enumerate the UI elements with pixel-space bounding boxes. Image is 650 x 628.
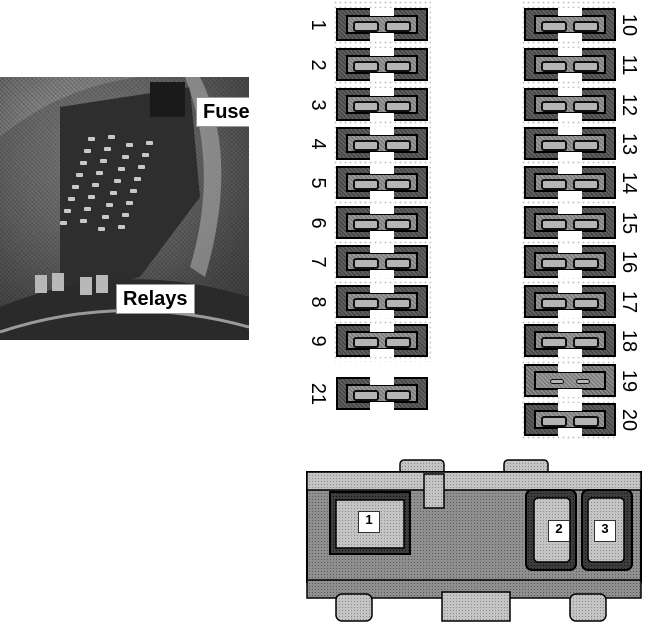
fuse-slot-18-element bbox=[534, 331, 606, 350]
fuse-slot-4 bbox=[336, 127, 428, 160]
fuse-slot-7 bbox=[336, 245, 428, 278]
fuse-location-photo: Fuses Relays bbox=[0, 77, 249, 340]
fuse-slot-11-element bbox=[534, 55, 606, 74]
fuse-slot-10 bbox=[524, 8, 616, 41]
fuse-number-3: 3 bbox=[307, 99, 329, 111]
fuse-slot-16-element bbox=[534, 252, 606, 271]
fuse-slot-8 bbox=[336, 285, 428, 318]
fuse-number-6: 6 bbox=[307, 217, 329, 229]
fuse-slot-3 bbox=[336, 88, 428, 121]
fuse-slot-19-element bbox=[534, 371, 606, 390]
fuse-number-15: 15 bbox=[618, 211, 640, 235]
fuse-slot-6-element bbox=[346, 213, 418, 232]
fuse-number-12: 12 bbox=[618, 93, 640, 117]
fuse-number-20: 20 bbox=[618, 408, 640, 432]
fuse-slot-21-element bbox=[346, 384, 418, 403]
fuse-slot-11 bbox=[524, 48, 616, 81]
fuse-slot-8-element bbox=[346, 292, 418, 311]
fuse-number-17: 17 bbox=[618, 290, 640, 314]
fuse-number-16: 16 bbox=[618, 250, 640, 274]
relay-1-label: 1 bbox=[358, 511, 380, 533]
relay-3-label: 3 bbox=[594, 520, 616, 542]
photo-relays bbox=[35, 273, 108, 295]
fuse-number-2: 2 bbox=[307, 59, 329, 71]
fuse-slot-14 bbox=[524, 166, 616, 199]
fuse-slot-10-element bbox=[534, 15, 606, 34]
fuse-slot-7-element bbox=[346, 252, 418, 271]
relay-block-drawing bbox=[306, 459, 642, 622]
fuse-number-11: 11 bbox=[618, 54, 640, 76]
fuse-slot-20 bbox=[524, 403, 616, 436]
fuse-slot-16 bbox=[524, 245, 616, 278]
fuse-slot-12-element bbox=[534, 95, 606, 114]
fuse-number-13: 13 bbox=[618, 132, 640, 156]
fuse-slot-5-element bbox=[346, 173, 418, 192]
fuse-slot-1 bbox=[336, 8, 428, 41]
fuse-slot-3-element bbox=[346, 95, 418, 114]
fuse-slot-9-element bbox=[346, 331, 418, 350]
fuse-slot-17 bbox=[524, 285, 616, 318]
fuse-number-19: 19 bbox=[618, 369, 640, 393]
fuse-slot-2-element bbox=[346, 55, 418, 74]
photo-fuse-rows bbox=[60, 135, 153, 231]
fuse-number-5: 5 bbox=[307, 177, 329, 189]
fuse-slot-9 bbox=[336, 324, 428, 357]
fuse-slot-19 bbox=[524, 364, 616, 397]
fuse-number-18: 18 bbox=[618, 329, 640, 353]
fuse-slot-17-element bbox=[534, 292, 606, 311]
fuse-slot-4-element bbox=[346, 134, 418, 153]
fuses-label: Fuses bbox=[196, 97, 249, 127]
fuse-number-21: 21 bbox=[307, 382, 329, 406]
fuse-slot-2 bbox=[336, 48, 428, 81]
fuse-slot-6 bbox=[336, 206, 428, 239]
fuse-slot-18 bbox=[524, 324, 616, 357]
relays-label: Relays bbox=[116, 284, 195, 314]
fuse-number-14: 14 bbox=[618, 171, 640, 195]
fuse-slot-13-element bbox=[534, 134, 606, 153]
fuse-number-9: 9 bbox=[307, 335, 329, 347]
fuse-number-8: 8 bbox=[307, 296, 329, 308]
fuse-slot-5 bbox=[336, 166, 428, 199]
relay-block: 1 2 3 bbox=[306, 454, 643, 623]
fuse-number-4: 4 bbox=[307, 138, 329, 150]
fuse-slot-1-element bbox=[346, 15, 418, 34]
fuse-slot-14-element bbox=[534, 173, 606, 192]
fuse-slot-12 bbox=[524, 88, 616, 121]
fuse-number-1: 1 bbox=[307, 19, 329, 31]
fuse-number-7: 7 bbox=[307, 256, 329, 268]
relay-2-label: 2 bbox=[548, 520, 570, 542]
fuse-number-10: 10 bbox=[618, 13, 640, 37]
fuse-slot-21 bbox=[336, 377, 428, 410]
fuse-slot-15 bbox=[524, 206, 616, 239]
fuse-slot-13 bbox=[524, 127, 616, 160]
fuse-slot-20-element bbox=[534, 410, 606, 429]
fuse-slot-15-element bbox=[534, 213, 606, 232]
